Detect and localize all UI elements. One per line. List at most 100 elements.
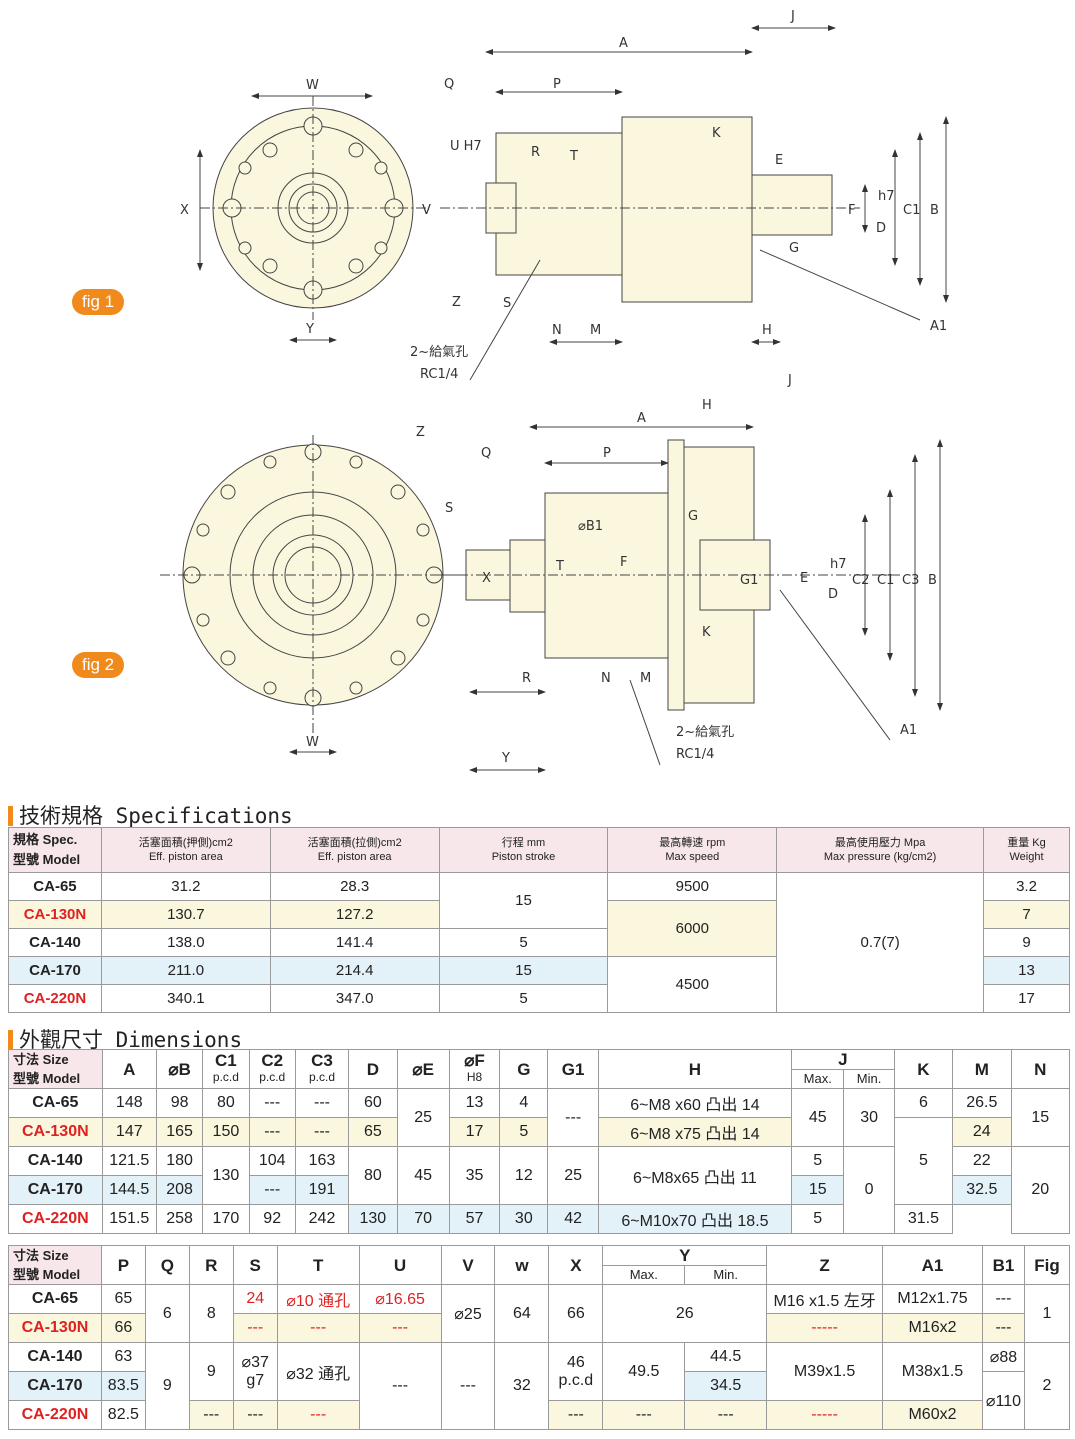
fig1-label-Q: Q [444, 77, 454, 92]
fig2-label-R: R [522, 671, 531, 686]
cell: 144.5 [101, 1175, 157, 1205]
header-Y-max: Max. [602, 1264, 686, 1285]
cell: --- [602, 1400, 686, 1430]
cell: 57 [448, 1204, 501, 1234]
header-E: ⌀E [396, 1049, 450, 1089]
cell: ⌀88 [981, 1342, 1025, 1372]
cell: 66 [100, 1313, 146, 1343]
fig1-label-V: V [422, 203, 431, 218]
cell: 83.5 [100, 1371, 146, 1401]
weight-cell: 3.2 [983, 872, 1070, 901]
cell: 65 [348, 1117, 398, 1147]
cell: 32.5 [952, 1175, 1012, 1205]
cell: 45 [396, 1146, 450, 1205]
header-N: N [1010, 1049, 1070, 1089]
model-cell: CA-220N [8, 1400, 102, 1430]
cell: M60x2 [882, 1400, 983, 1430]
cell: 20 [1010, 1146, 1070, 1234]
cell: ⌀25 [440, 1284, 496, 1343]
cell: 92 [248, 1204, 296, 1234]
cell: 30 [843, 1088, 895, 1147]
fig2-label-F: F [620, 555, 627, 570]
fig2-label-h7: h7 [830, 557, 847, 572]
cell: 26.5 [952, 1088, 1012, 1118]
cell: 46 p.c.d [548, 1342, 604, 1401]
model-cell: CA-140 [8, 1342, 102, 1372]
cell: 15 [791, 1175, 845, 1205]
fig1-label-UH7: U H7 [450, 139, 482, 154]
fig2-label-Z: Z [416, 425, 425, 440]
cell: 148 [101, 1088, 157, 1118]
model-cell: CA-130N [8, 900, 102, 929]
fig1-label-M: M [590, 323, 601, 338]
model-cell: CA-65 [8, 1088, 103, 1118]
header-S: S [232, 1245, 278, 1285]
model-cell: CA-170 [8, 956, 102, 985]
model-cell: CA-170 [8, 1175, 103, 1205]
cell: M39x1.5 [766, 1342, 884, 1401]
header-P: P [100, 1245, 146, 1285]
cell: 1 [1023, 1284, 1071, 1343]
header-Fig: Fig [1023, 1245, 1071, 1285]
model-cell: CA-65 [8, 1284, 102, 1314]
weight-cell: 7 [983, 900, 1070, 929]
cell: 66 [548, 1284, 604, 1343]
speed-cell: 6000 [607, 900, 778, 957]
header-w: w [494, 1245, 550, 1285]
header-A: A [101, 1049, 157, 1089]
push-cell: 31.2 [100, 872, 271, 901]
cell: --- [358, 1342, 442, 1430]
cell: --- [684, 1400, 768, 1430]
cell: 12 [499, 1146, 549, 1205]
table-row: CA-220N 82.5 --- --- --- --- --- --- ---… [8, 1400, 1070, 1430]
cell: --- [232, 1400, 278, 1430]
fig1-label-P: P [553, 77, 561, 92]
table-row: CA-130N 130.7 127.2 6000 7 [8, 900, 1070, 957]
cell: 32 [494, 1342, 550, 1430]
fig2-label-T: T [555, 559, 564, 574]
fig1-tag: fig 1 [72, 289, 125, 315]
cell: 24 [232, 1284, 278, 1314]
spec-title-cn: 技術規格 [19, 804, 103, 828]
fig1-label-J: J [790, 9, 795, 24]
model-cell: CA-140 [8, 1146, 103, 1176]
fig2-label-S: S [445, 501, 453, 516]
fig2-label-C1: C1 [877, 573, 894, 588]
model-cell: CA-130N [8, 1313, 102, 1343]
push-cell: 130.7 [100, 900, 271, 929]
cell: 163 [294, 1146, 350, 1176]
table-row: CA-170 83.5 34.5 ⌀110 [8, 1371, 1070, 1430]
cell: 60 [348, 1088, 398, 1118]
header-G: G [499, 1049, 549, 1089]
fig2-rc-label: RC1/4 [676, 747, 714, 762]
cell: 64 [494, 1284, 550, 1343]
fig1-rc-label: RC1/4 [420, 367, 458, 382]
fig2-label-E: E [800, 571, 808, 586]
header-B1: B1 [981, 1245, 1025, 1285]
cell: 13 [448, 1088, 501, 1118]
header-A1: A1 [882, 1245, 983, 1285]
fig2-label-C3: C3 [902, 573, 919, 588]
fig2-tag: fig 2 [72, 652, 125, 678]
cell: 49.5 [602, 1342, 686, 1401]
table-row: CA-170 144.5 208 --- 191 15 32.5 [8, 1175, 1070, 1205]
fig1-label-C1: C1 [903, 203, 920, 218]
header-Y: Y [602, 1245, 768, 1266]
header-Y-min: Min. [684, 1264, 768, 1285]
cell: --- [981, 1284, 1025, 1314]
cell: 30 [499, 1204, 549, 1234]
title-bar [8, 806, 13, 826]
cell: 104 [248, 1146, 296, 1176]
cell: --- [276, 1313, 360, 1343]
cell: 165 [155, 1117, 204, 1147]
fig2-label-K: K [702, 625, 711, 640]
header-B: ⌀B [155, 1049, 204, 1089]
fig2-label-B: B [928, 573, 937, 588]
pull-cell: 347.0 [269, 984, 440, 1013]
